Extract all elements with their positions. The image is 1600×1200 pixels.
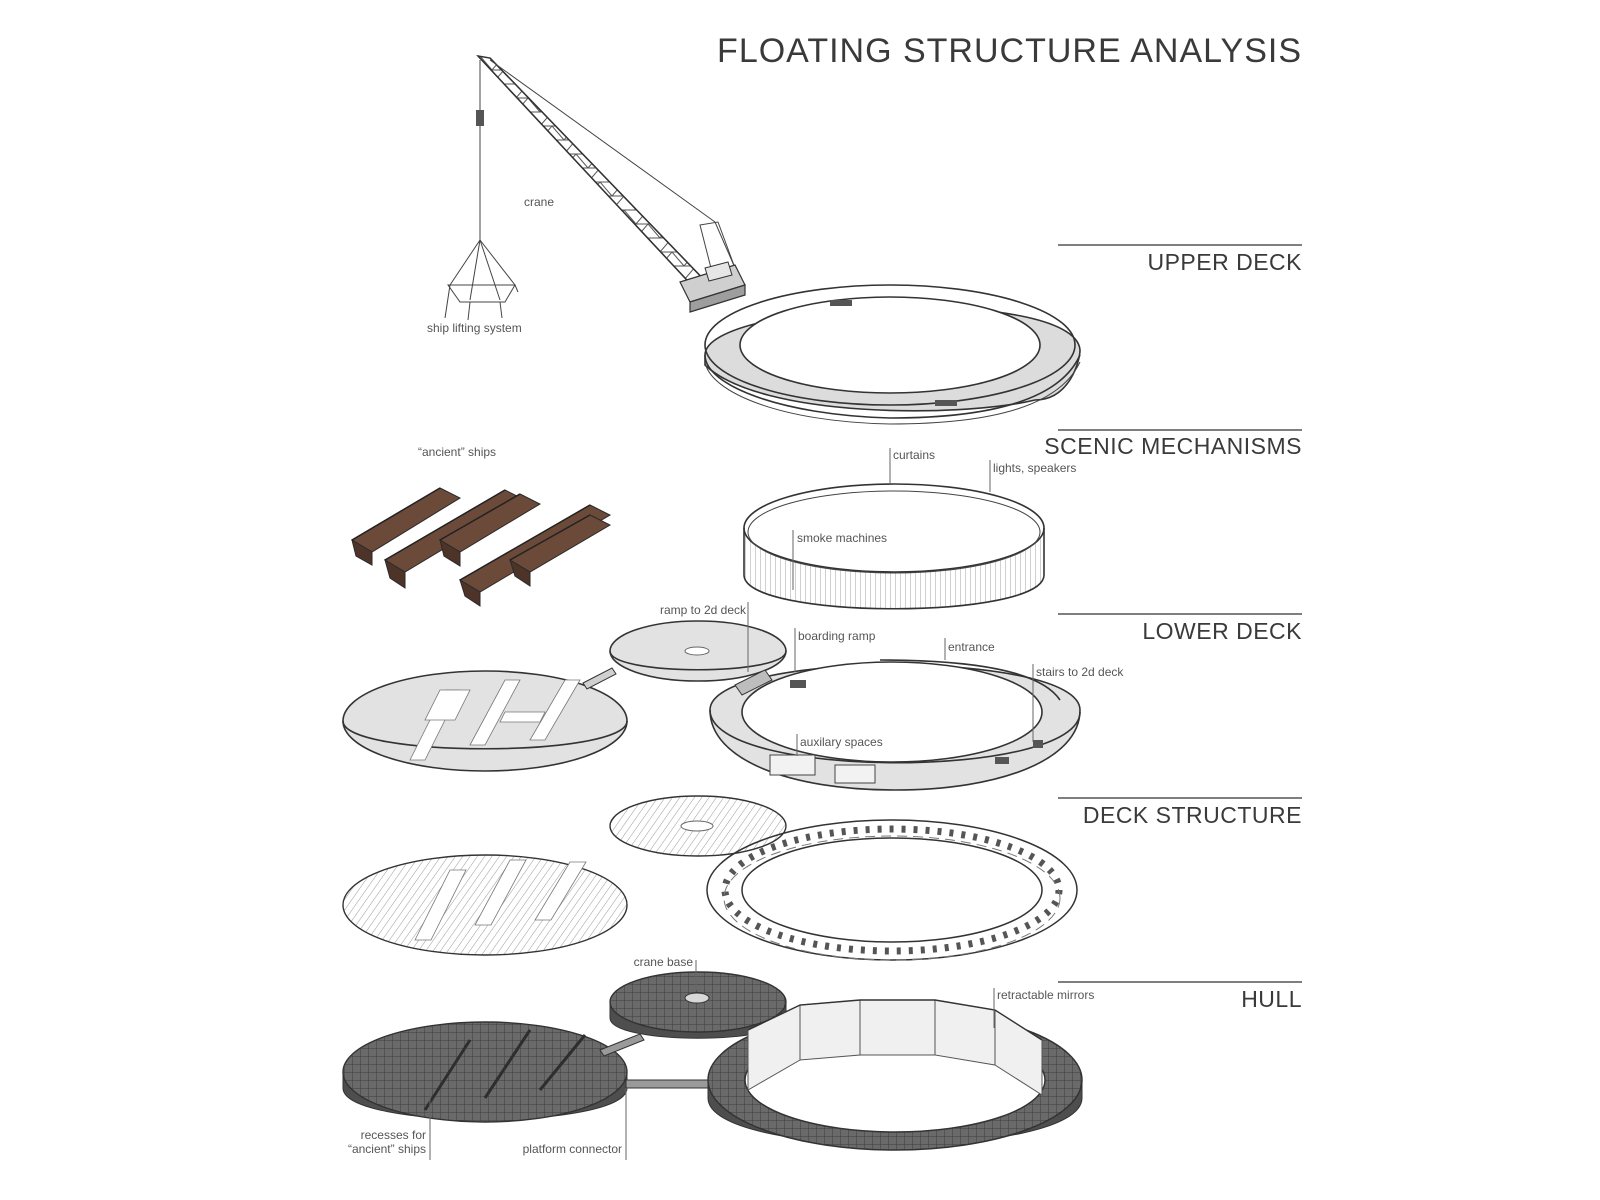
- crane: [476, 54, 746, 313]
- label-crane: crane: [524, 195, 554, 209]
- crane-boom: [476, 54, 714, 293]
- label-ancient-ships: “ancient” ships: [418, 445, 496, 459]
- layer-heading-upper-deck: UPPER DECK: [1058, 244, 1302, 275]
- ancient-ships: [351, 487, 612, 607]
- layer-heading-deck-structure: DECK STRUCTURE: [1058, 797, 1302, 828]
- hull-label: HULL: [1241, 986, 1302, 1012]
- label-retractable-mirrors: retractable mirrors: [997, 988, 1094, 1002]
- label-boarding-ramp: boarding ramp: [798, 629, 876, 643]
- lower-deck-left-platform: [342, 670, 628, 772]
- crane-cab: [679, 261, 746, 313]
- label-lights-speakers: lights, speakers: [993, 461, 1076, 475]
- hull-main-ring: [707, 999, 1083, 1151]
- ship-3: [439, 493, 542, 567]
- hull-crane-base-platform: [609, 971, 787, 1039]
- ship-1: [351, 487, 462, 566]
- hull-connector-upper: [599, 1033, 645, 1057]
- hull: [342, 971, 1083, 1151]
- label-ship-lifting-system: ship lifting system: [427, 321, 522, 335]
- label-entrance: entrance: [948, 640, 995, 654]
- lower-deck-label: LOWER DECK: [1142, 618, 1302, 644]
- deck-structure-left-platform: [342, 854, 628, 956]
- lower-deck: [342, 620, 1081, 791]
- lower-deck-small-platform: [609, 620, 787, 682]
- ship-lifting-system: [444, 239, 519, 321]
- upper-deck-label: UPPER DECK: [1147, 249, 1302, 275]
- layer-heading-lower-deck: LOWER DECK: [1058, 613, 1302, 644]
- layer-heading-scenic-mechanisms: SCENIC MECHANISMS: [1044, 429, 1302, 459]
- label-smoke-machines: smoke machines: [797, 531, 887, 545]
- label-ramp-to-2d-deck: ramp to 2d deck: [660, 603, 747, 617]
- scenic-mechanisms-ring: [743, 483, 1045, 610]
- label-recesses-line2: “ancient” ships: [348, 1142, 426, 1156]
- hull-connector-lower: [625, 1079, 711, 1089]
- label-crane-base: crane base: [634, 955, 694, 969]
- retractable-mirrors: [747, 999, 1043, 1096]
- label-recesses-line1: recesses for: [361, 1128, 426, 1142]
- deck-structure: [342, 795, 1078, 961]
- upper-deck-ring: [704, 284, 1081, 425]
- diagram-title: FLOATING STRUCTURE ANALYSIS: [717, 32, 1302, 70]
- label-platform-connector: platform connector: [523, 1142, 622, 1156]
- label-auxilary-spaces: auxilary spaces: [800, 735, 883, 749]
- deck-structure-label: DECK STRUCTURE: [1083, 802, 1302, 828]
- label-stairs-to-2d-deck: stairs to 2d deck: [1036, 665, 1124, 679]
- layer-heading-hull: HULL: [1058, 981, 1302, 1012]
- deck-structure-small-platform: [609, 795, 787, 857]
- label-curtains: curtains: [893, 448, 935, 462]
- deck-structure-truss-ring: [706, 819, 1078, 961]
- scenic-mechanisms-label: SCENIC MECHANISMS: [1044, 433, 1302, 459]
- hull-left-platform: [342, 1021, 628, 1123]
- lower-deck-ring: [709, 659, 1081, 791]
- ship-5: [509, 514, 612, 587]
